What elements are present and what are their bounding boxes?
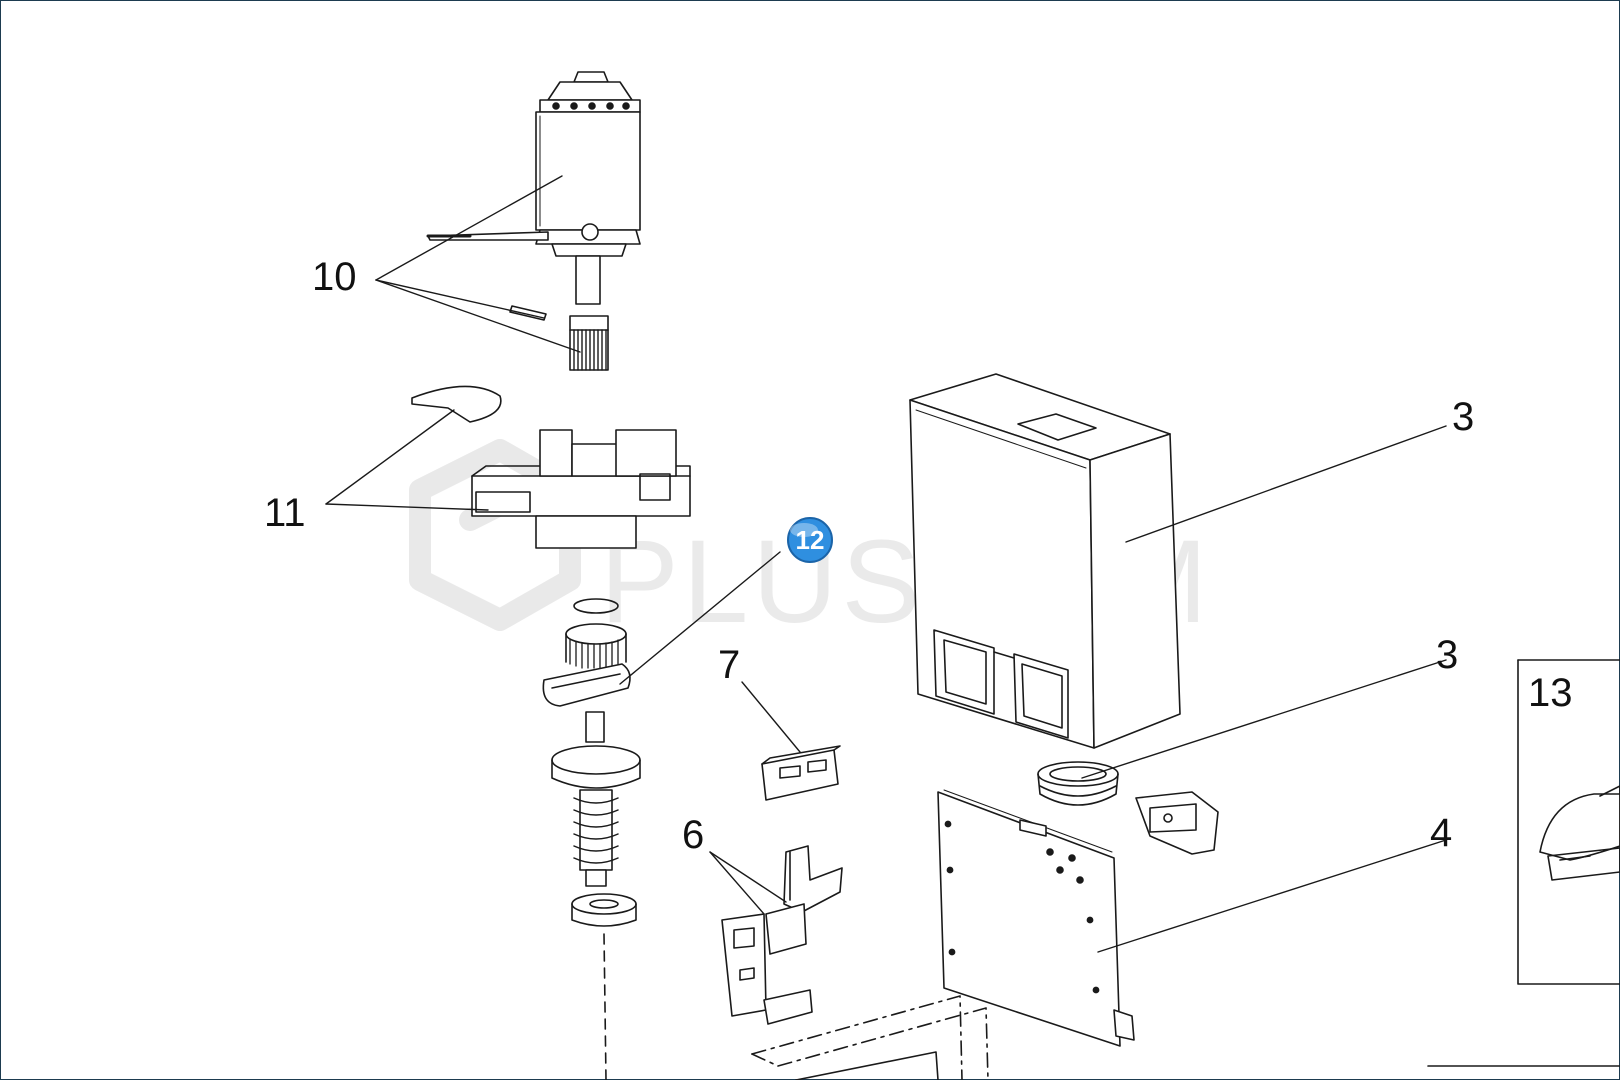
grommet [1037, 761, 1119, 806]
base-plate-edge [795, 1051, 939, 1080]
leader-lines [325, 175, 1447, 953]
cable-clip [1135, 791, 1219, 855]
callout-13: 13 [1528, 671, 1573, 715]
callout-3-cover: 3 [1452, 395, 1474, 439]
cover-box [909, 373, 1181, 749]
callout-10: 10 [312, 255, 357, 299]
callout-4: 4 [1430, 811, 1452, 855]
enclosure-outline [751, 995, 989, 1080]
callout-7: 7 [718, 643, 740, 687]
callout-11: 11 [264, 491, 306, 535]
detail-inset [1517, 659, 1620, 985]
motor-assembly [426, 71, 641, 371]
callout-3-grommet: 3 [1436, 633, 1458, 677]
drive-shaft-stack [542, 598, 641, 1080]
callout-labels: 10 11 3 3 7 6 4 13 [264, 255, 1573, 857]
circuit-board [937, 789, 1135, 1047]
gear-housing [411, 385, 691, 549]
badge-label: 12 [796, 525, 825, 555]
connector-block [761, 745, 841, 801]
callout-6: 6 [682, 813, 704, 857]
mounting-brackets [721, 845, 843, 1025]
highlight-badge-12[interactable]: 12 [787, 517, 833, 563]
